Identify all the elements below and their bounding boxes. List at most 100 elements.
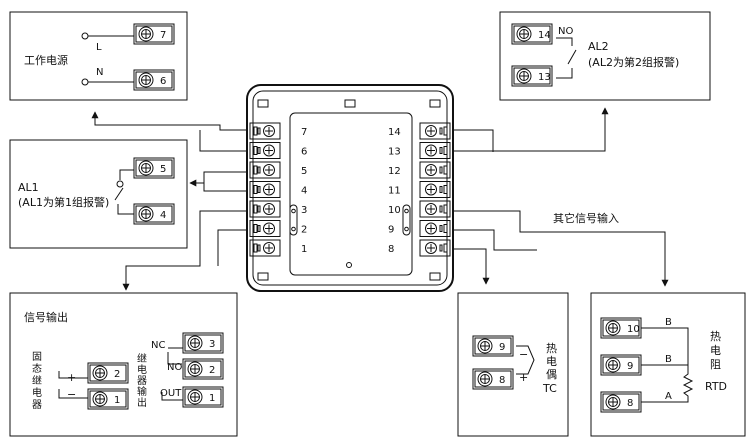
terminal-power-6: 6 — [133, 69, 175, 91]
screw-icon — [138, 72, 154, 88]
vertical-label-char: 出 — [137, 396, 147, 409]
vertical-label-char: 热 — [546, 342, 557, 355]
terminal-rtd-10: 10 — [600, 317, 642, 339]
relay-contact-nc: NC — [151, 340, 165, 351]
vertical-label-char: 器 — [32, 399, 42, 411]
other-signal-input-label: 其它信号输入 — [553, 211, 619, 225]
terminal-al1-4: 4 — [133, 203, 175, 225]
device-terminal-number: 9 — [388, 225, 394, 236]
terminal-rtd-9: 9 — [600, 354, 642, 376]
rtd-wire-label-b2: B — [665, 354, 672, 365]
rtd-label: 热电阻 — [710, 330, 721, 371]
terminal-relay-2: 2 — [182, 358, 224, 380]
device-terminal-left-5: 5 — [249, 161, 307, 179]
device-terminal-left-1: 1 — [249, 239, 307, 257]
relay-contact-no: NO — [167, 362, 182, 373]
screw-icon — [425, 125, 437, 137]
terminal-number: 3 — [209, 339, 215, 350]
terminal-tc-8: 8 — [472, 368, 514, 390]
screw-icon — [263, 203, 275, 215]
screw-icon — [425, 164, 437, 176]
screw-icon — [187, 335, 203, 351]
terminal-number: 8 — [627, 398, 633, 409]
power-supply-title: 工作电源 — [24, 53, 68, 67]
vertical-label-char: 器 — [137, 375, 147, 387]
thermocouple-box: 9 8 − + 热电偶 TC — [457, 292, 569, 437]
device-terminal-number: 5 — [301, 166, 307, 177]
screw-icon — [138, 26, 154, 42]
device-left-terminals: 7 6 5 4 3 2 1 — [249, 122, 307, 257]
al1-note: (AL1为第1组报警) — [18, 195, 109, 209]
screw-icon — [605, 320, 621, 336]
device-terminal-right-11: 11 — [388, 181, 451, 198]
device-terminal-number: 3 — [301, 205, 307, 216]
al1-title: AL1 — [18, 181, 39, 194]
device-terminal-number: 10 — [388, 205, 401, 216]
screw-icon — [425, 242, 437, 254]
device-terminal-number: 13 — [388, 147, 401, 158]
al2-note: (AL2为第2组报警) — [588, 55, 679, 69]
screw-icon — [425, 144, 437, 157]
device-terminal-number: 12 — [388, 166, 401, 177]
rtd-wire-label-b1: B — [665, 317, 672, 328]
device-terminal-left-2: 2 — [249, 220, 307, 237]
vertical-label-char: 电 — [546, 355, 557, 368]
terminal-relay-3: 3 — [182, 332, 224, 354]
screw-icon — [425, 203, 437, 215]
device-terminal-number: 11 — [388, 186, 401, 197]
terminal-power-7: 7 — [133, 23, 175, 45]
screw-icon — [263, 183, 275, 196]
vertical-label-char: 热 — [710, 330, 721, 343]
screw-icon — [477, 371, 493, 387]
terminal-al2-14: 14 — [511, 23, 553, 45]
screw-icon — [92, 365, 108, 381]
vertical-label-char: 电 — [32, 386, 42, 399]
terminal-number: 2 — [114, 369, 120, 380]
screw-icon — [263, 125, 275, 137]
terminal-number: 6 — [160, 76, 166, 87]
screw-icon — [263, 144, 275, 157]
device-terminal-right-10: 10 — [388, 200, 451, 218]
al1-alarm-box: AL1 (AL1为第1组报警) 5 4 — [9, 139, 188, 249]
screw-icon — [263, 164, 275, 176]
terminal-relay-1: 1 — [182, 386, 224, 408]
wire-label-n: N — [96, 67, 103, 78]
thermocouple-label: 热电偶 — [546, 342, 557, 381]
rtd-type: RTD — [705, 380, 727, 393]
screw-icon — [425, 183, 437, 196]
terminal-number: 14 — [538, 30, 551, 41]
screw-icon — [263, 222, 275, 235]
device-terminal-right-12: 12 — [388, 161, 451, 179]
device-terminal-number: 1 — [301, 244, 307, 255]
terminal-number: 13 — [538, 72, 551, 83]
ssr-minus-sign: − — [67, 388, 76, 401]
terminal-al1-5: 5 — [133, 157, 175, 179]
terminal-tc-9: 9 — [472, 335, 514, 357]
vertical-label-char: 电 — [710, 344, 721, 357]
relay-contact-out: OUT — [160, 388, 182, 399]
vertical-label-char: 电 — [137, 363, 147, 376]
terminal-number: 5 — [160, 164, 166, 175]
terminal-rtd-8: 8 — [600, 391, 642, 413]
device-terminal-number: 6 — [301, 147, 307, 158]
device-terminal-left-6: 6 — [249, 142, 307, 159]
device-terminal-right-9: 9 — [388, 220, 451, 237]
vertical-label-char: 阻 — [710, 358, 721, 371]
terminal-ssr-2: 2 — [87, 362, 129, 384]
rtd-wire-label-a: A — [665, 391, 672, 402]
screw-icon — [187, 361, 203, 377]
device-terminal-number: 4 — [301, 186, 307, 197]
device-terminal-number: 2 — [301, 225, 307, 236]
device-terminal-left-4: 4 — [249, 181, 307, 198]
device-terminal-left-7: 7 — [249, 122, 307, 140]
terminal-number: 1 — [114, 395, 120, 406]
screw-icon — [187, 389, 203, 405]
al2-alarm-box: 14 13 NO AL2 (AL2为第2组报警) — [499, 11, 711, 101]
terminal-number: 9 — [627, 361, 633, 372]
terminal-number: 2 — [209, 365, 215, 376]
screw-icon — [516, 26, 532, 42]
